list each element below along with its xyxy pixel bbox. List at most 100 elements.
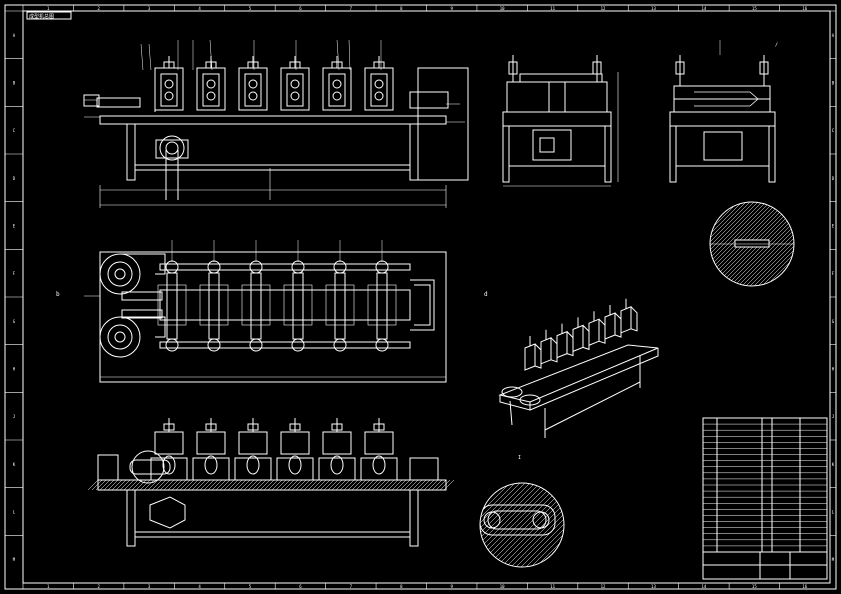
svg-text:∕: ∕ [775, 42, 778, 48]
border-zone-number: 4 [198, 6, 201, 11]
border-zone-number: 12 [601, 584, 606, 589]
border-zone-number: 13 [651, 6, 656, 11]
border-zone-number: 6 [299, 584, 302, 589]
border-zone-number: 16 [802, 6, 807, 11]
border-zone-letter: J [13, 414, 15, 419]
border-zone-number: 1 [47, 6, 50, 11]
iso-station [540, 329, 558, 365]
border-zone-number: 15 [752, 6, 757, 11]
border-zone-left: A B C D E F G H J K L M [5, 10, 23, 562]
border-zone-letter: B [13, 81, 16, 86]
iso-station [620, 298, 638, 334]
section-station [234, 418, 272, 480]
plan-station [325, 240, 355, 352]
isometric-view [498, 298, 659, 438]
border-zone-number: 16 [802, 584, 807, 589]
border-zone-number: 14 [701, 6, 706, 11]
border-zone-number: 9 [451, 584, 454, 589]
border-zone-letter: M [832, 557, 835, 562]
roller-station [238, 56, 268, 111]
border-zone-letter: G [13, 319, 16, 324]
border-zone-number: 13 [651, 584, 656, 589]
border-zone-letter: D [13, 176, 16, 181]
plan-roller-stations [157, 240, 397, 352]
border-zone-letter: L [832, 510, 835, 515]
svg-text:d: d [484, 291, 488, 298]
svg-text:I: I [518, 455, 521, 461]
border-zone-letter: E [13, 224, 16, 229]
plan-station [157, 240, 187, 352]
roller-station [364, 56, 394, 111]
border-zone-number: 2 [97, 584, 100, 589]
border-zone-letter: K [13, 462, 16, 467]
roller-station [154, 56, 184, 111]
plan-station [367, 240, 397, 352]
border-zone-letter: H [832, 367, 835, 372]
border-zone-letter: C [13, 128, 16, 133]
plan-station [241, 240, 271, 352]
section-station [150, 418, 188, 480]
border-zone-number: 12 [601, 6, 606, 11]
border-zone-number: 15 [752, 584, 757, 589]
iso-station [588, 311, 606, 346]
border-zone-number: 2 [97, 6, 100, 11]
svg-text:b: b [56, 291, 60, 298]
border-zone-letter: J [832, 414, 834, 419]
isometric-roller-stations [524, 298, 638, 371]
border-zone-number: 11 [550, 6, 555, 11]
border-zone-letter: E [832, 224, 835, 229]
leader-lines [84, 39, 465, 123]
border-zone-number: 10 [500, 6, 505, 11]
border-zone-letter: F [832, 271, 835, 276]
roller-station [322, 56, 352, 111]
border-zone-letter: C [832, 128, 835, 133]
border-zone-letter: K [832, 462, 835, 467]
section-hatch [87, 479, 455, 491]
border-zone-number: 9 [451, 6, 454, 11]
section-station [192, 418, 230, 480]
border-zone-number: 1 [47, 584, 50, 589]
section-roller-stations [150, 418, 398, 480]
title-tag-text: 成型机总图 [29, 13, 54, 20]
detail-view: I [479, 455, 565, 568]
border-zone-letter: A [832, 33, 835, 38]
border-zone-letter: M [13, 557, 16, 562]
border-zone-number: 14 [701, 584, 706, 589]
border-zone-number: 3 [148, 6, 151, 11]
border-zone-letter: B [832, 81, 835, 86]
iso-station [556, 323, 574, 359]
roller-station [196, 56, 226, 111]
border-zone-number: 6 [299, 6, 302, 11]
iso-station [572, 317, 590, 353]
section-view [87, 418, 455, 547]
plan-view: b d [56, 240, 488, 383]
border-zone-number: 11 [550, 584, 555, 589]
title-block [702, 417, 828, 580]
section-station [360, 418, 398, 480]
section-station [318, 418, 356, 480]
front-roller-stations [154, 56, 394, 111]
border-zone-number: 5 [249, 6, 252, 11]
border-zone-number: 4 [198, 584, 201, 589]
border-zone-number: 7 [350, 584, 353, 589]
border-zone-number: 8 [400, 6, 403, 11]
plan-station [199, 240, 229, 352]
border-zone-letter: A [13, 33, 16, 38]
border-zone-letter: D [832, 176, 835, 181]
border-zone-number: 3 [148, 584, 151, 589]
border-zone-number: 8 [400, 584, 403, 589]
section-station [276, 418, 314, 480]
border-zone-number: 7 [350, 6, 353, 11]
border-zone-letter: H [13, 367, 16, 372]
border-zone-number: 10 [500, 584, 505, 589]
border-zone-letter: L [13, 510, 16, 515]
shaft-cross-section [709, 201, 795, 287]
border-zone-letter: G [832, 319, 835, 324]
border-zone-letter: F [13, 271, 16, 276]
side-view-right: ∕ [669, 40, 778, 183]
plan-station [283, 240, 313, 352]
parts-list-table [703, 423, 827, 547]
